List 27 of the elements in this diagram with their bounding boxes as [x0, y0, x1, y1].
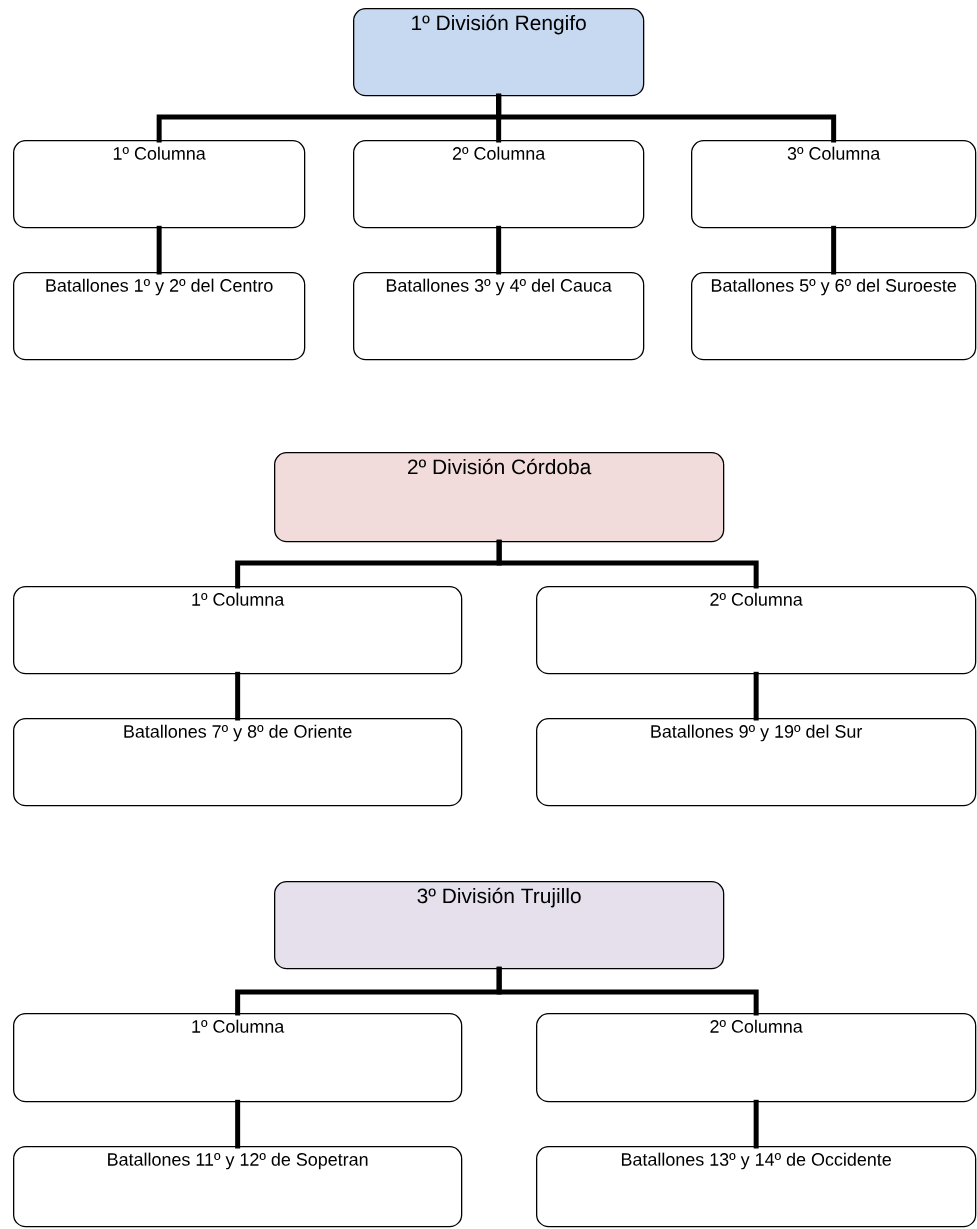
connector-line: [496, 539, 759, 589]
connector-line: [235, 1099, 241, 1149]
connector-line: [235, 671, 241, 721]
column-box: 2º Columna: [536, 586, 977, 675]
column-box: 1º Columna: [13, 586, 463, 675]
connector-line: [753, 671, 759, 721]
division-box: 3º División Trujillo: [274, 881, 725, 970]
connector-line: [496, 93, 837, 143]
connector-line: [496, 225, 502, 275]
column-box: 3º Columna: [691, 140, 977, 229]
battalion-box: Batallones 9º y 19º del Sur: [536, 718, 977, 807]
battalion-box: Batallones 5º y 6º del Suroeste: [691, 272, 977, 361]
battalion-box: Batallones 13º y 14º de Occidente: [536, 1146, 977, 1228]
battalion-box: Batallones 11º y 12º de Sopetran: [13, 1146, 463, 1228]
column-box: 2º Columna: [536, 1013, 977, 1103]
column-box: 2º Columna: [353, 140, 645, 229]
connector-line: [156, 225, 162, 275]
division-box: 1º División Rengifo: [353, 8, 645, 97]
battalion-box: Batallones 3º y 4º del Cauca: [353, 272, 645, 361]
column-box: 1º Columna: [13, 1013, 463, 1103]
connector-line: [831, 225, 837, 275]
connector-line: [753, 1099, 759, 1149]
division-box: 2º División Córdoba: [274, 452, 725, 543]
connector-line: [496, 966, 759, 1016]
column-box: 1º Columna: [13, 140, 306, 229]
battalion-box: Batallones 7º y 8º de Oriente: [13, 718, 463, 807]
battalion-box: Batallones 1º y 2º del Centro: [13, 272, 306, 361]
